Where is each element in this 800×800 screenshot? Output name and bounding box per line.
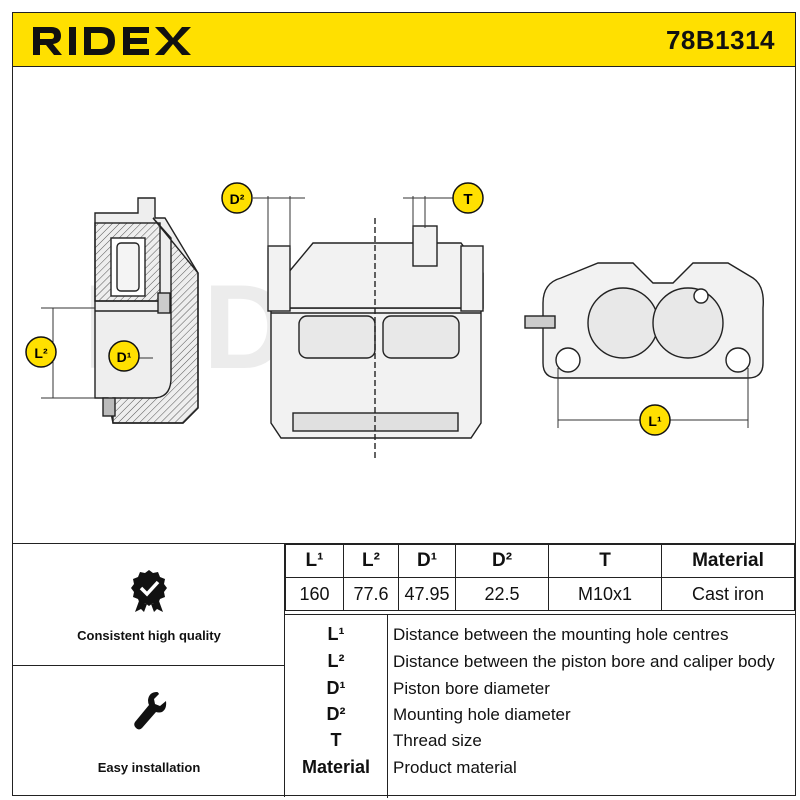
spec-value: 77.6 [343,577,399,611]
caliper-drawing: RIDEX [25,182,764,458]
spec-value: 22.5 [455,577,549,611]
spec-header: T [548,544,662,578]
legend-key: D¹ [326,678,346,698]
technical-drawing: RIDEX [13,68,795,543]
dimension-t [403,196,453,228]
header-bar: 78B1314 [13,13,795,67]
ridex-logo [33,27,191,55]
feature-column: Consistent high quality Easy installatio… [13,544,285,797]
legend-key: D² [326,704,346,724]
badge-t: T [452,182,484,214]
badge-l2: L² [25,336,57,368]
legend-item: T Thread size [285,727,795,754]
legend-desc: Thread size [393,731,482,750]
front-view [267,218,484,458]
spec-value: 47.95 [398,577,456,611]
quality-badge-icon [131,570,167,612]
feature-installation: Easy installation [13,666,285,797]
legend-desc: Mounting hole diameter [393,705,571,724]
legend-key: Material [301,757,371,777]
side-view [524,262,764,379]
legend-desc: Distance between the piston bore and cal… [393,652,775,671]
svg-text:D¹: D¹ [117,349,132,365]
legend-item: D¹ Piston bore diameter [285,675,795,702]
spec-value: M10x1 [548,577,662,611]
legend: L¹ Distance between the mounting hole ce… [285,614,795,798]
spec-value-row: 160 77.6 47.95 22.5 M10x1 Cast iron [285,577,795,611]
legend-key: T [330,730,342,750]
spec-table: L¹ L² D¹ D² T Material 160 77.6 47.95 22… [285,544,795,611]
badge-d2: D² [221,182,253,214]
spec-header: D¹ [398,544,456,578]
spec-header: D² [455,544,549,578]
dimension-d2 [253,196,305,248]
legend-item: L¹ Distance between the mounting hole ce… [285,621,795,648]
spec-header: L¹ [285,544,344,578]
spec-value: Cast iron [661,577,795,611]
wrench-icon [134,692,167,730]
legend-item: L² Distance between the piston bore and … [285,648,795,675]
info-panel: Consistent high quality Easy installatio… [13,543,795,798]
feature-label: Easy installation [97,760,201,775]
page-frame: 78B1314 RIDEX [12,12,796,798]
legend-item: Material Product material [285,754,795,781]
spec-header: Material [661,544,795,578]
spec-header-row: L¹ L² D¹ D² T Material [285,544,795,578]
svg-text:L¹: L¹ [648,413,662,429]
legend-separator [387,615,388,798]
legend-key: L¹ [327,624,345,644]
section-view [94,197,199,424]
feature-label: Consistent high quality [77,628,221,643]
spec-header: L² [343,544,399,578]
legend-desc: Piston bore diameter [393,679,550,698]
legend-key: L² [327,651,345,671]
legend-desc: Distance between the mounting hole centr… [393,625,729,644]
badge-d1: D¹ [108,340,140,372]
legend-desc: Product material [393,758,517,777]
spec-value: 160 [285,577,344,611]
svg-text:T: T [463,191,472,208]
part-number: 78B1314 [665,25,775,55]
legend-item: D² Mounting hole diameter [285,701,795,728]
svg-text:D²: D² [230,191,245,207]
feature-quality: Consistent high quality [13,544,285,666]
svg-text:L²: L² [34,345,48,361]
badge-l1: L¹ [639,404,671,436]
